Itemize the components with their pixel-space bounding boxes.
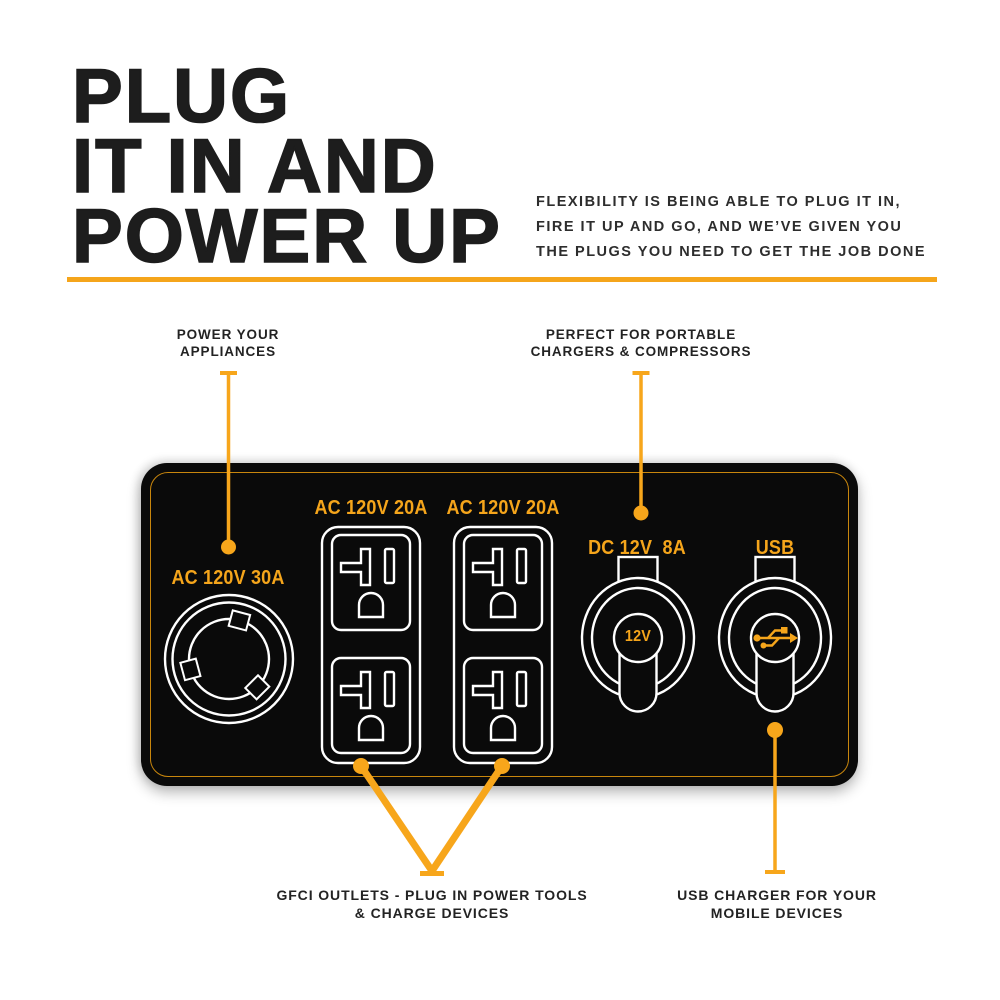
dc-12v-label: DC 12V 8A xyxy=(588,537,686,559)
callout-usb-line-1: USB CHARGER FOR YOUR xyxy=(677,887,877,903)
page-title-line-3: POWER UP xyxy=(71,194,502,279)
callout-power-line-1: POWER YOUR xyxy=(176,327,280,342)
callout-usb-line-2: MOBILE DEVICES xyxy=(710,905,844,921)
intro-line-2: FIRE IT UP AND GO, AND WE’VE GIVEN YOU xyxy=(536,219,903,235)
callout-gfci-line-1: GFCI OUTLETS - PLUG IN POWER TOOLS xyxy=(276,887,588,903)
intro-line-3: THE PLUGS YOU NEED TO GET THE JOB DONE xyxy=(536,244,927,260)
callout-label-power-appliances: POWER YOUR APPLIANCES xyxy=(98,326,358,360)
usb-label: USB xyxy=(755,537,795,559)
outlet-30a-label: AC 120V 30A xyxy=(171,567,285,589)
page-title-line-2: IT IN AND xyxy=(71,124,438,209)
callout-power-line-2: APPLIANCES xyxy=(179,344,276,359)
outlet-20a-right-label: AC 120V 20A xyxy=(446,497,560,519)
callout-portable-line-1: PERFECT FOR PORTABLE xyxy=(545,327,737,342)
intro-paragraph: FLEXIBILITY IS BEING ABLE TO PLUG IT IN,… xyxy=(536,190,956,265)
intro-line-1: FLEXIBILITY IS BEING ABLE TO PLUG IT IN, xyxy=(536,194,902,210)
callout-label-portable-chargers: PERFECT FOR PORTABLE CHARGERS & COMPRESS… xyxy=(491,326,791,360)
outlet-20a-left-label: AC 120V 20A xyxy=(314,497,428,519)
callout-label-gfci: GFCI OUTLETS - PLUG IN POWER TOOLS & CHA… xyxy=(232,886,632,922)
page-title: PLUG IT IN AND POWER UP xyxy=(71,54,502,279)
page-title-line-1: PLUG xyxy=(71,54,292,139)
callout-gfci-line-2: & CHARGE DEVICES xyxy=(354,905,510,921)
callout-label-usb-charger: USB CHARGER FOR YOUR MOBILE DEVICES xyxy=(627,886,927,922)
dc-12v-socket-label: 12V xyxy=(624,628,652,645)
callout-portable-line-2: CHARGERS & COMPRESSORS xyxy=(530,344,752,359)
accent-divider xyxy=(67,277,937,282)
